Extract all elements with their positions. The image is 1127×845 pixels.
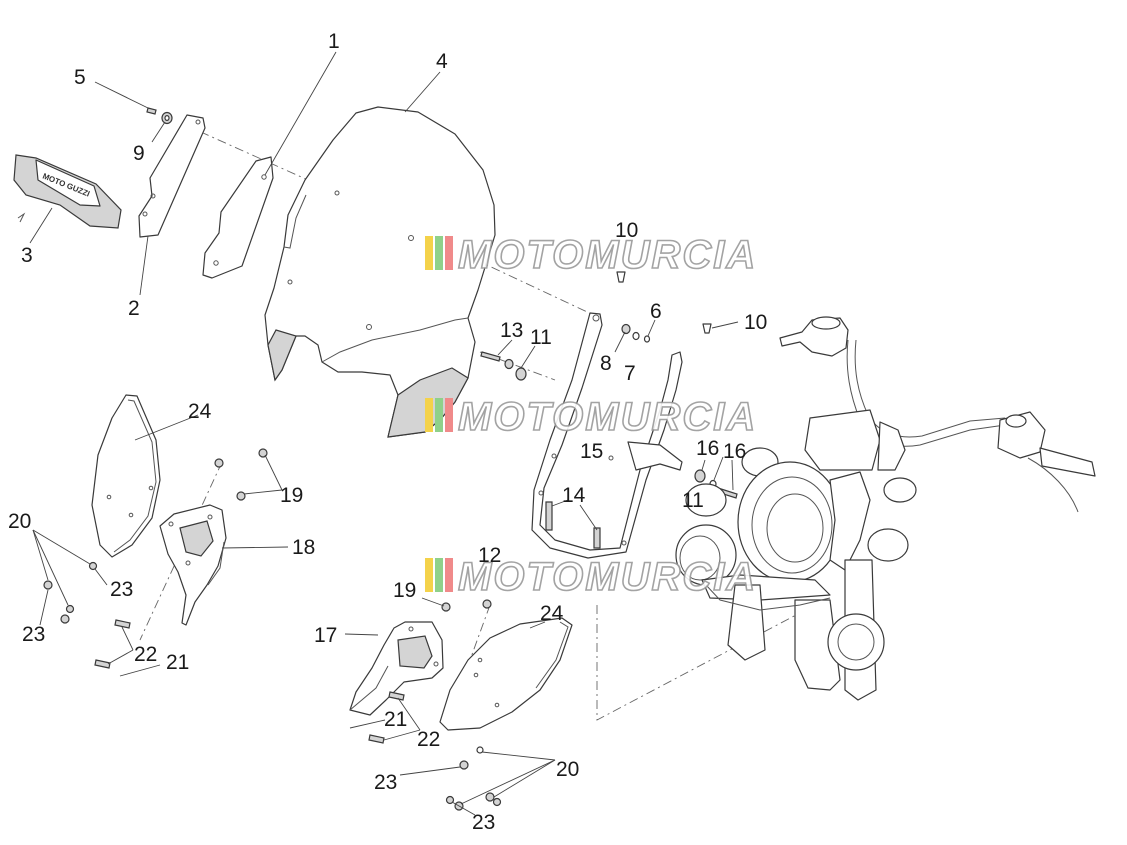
callout-6: 6 — [650, 300, 662, 323]
callout-11-lower: 11 — [682, 489, 704, 512]
callout-5: 5 — [74, 66, 86, 89]
watermark-bottom: MOTOMURCIA — [425, 554, 757, 600]
part-washer-9 — [161, 111, 173, 125]
callout-23-d: 23 — [472, 811, 495, 834]
watermark-middle: MOTOMURCIA — [425, 394, 757, 440]
callout-22-right: 22 — [417, 728, 440, 751]
callout-19-right: 19 — [393, 579, 416, 602]
motorcycle-front — [675, 316, 1096, 701]
watermark-text: MOTOMURCIA — [458, 395, 757, 439]
callouts: 1 2 3 4 5 6 7 8 9 10 10 11 11 12 13 14 1… — [8, 30, 767, 834]
callout-24-right: 24 — [540, 602, 564, 625]
watermark-top: MOTOMURCIA — [425, 232, 757, 278]
callout-11-upper: 11 — [530, 326, 552, 349]
callout-12: 12 — [478, 544, 501, 567]
callout-15: 15 — [580, 440, 603, 463]
callout-23-b: 23 — [22, 623, 45, 646]
callout-16-right: 16 — [723, 440, 746, 463]
part-screw-5 — [146, 107, 157, 115]
part-small-bracket — [138, 114, 206, 238]
callout-20-right: 20 — [556, 758, 579, 781]
callout-10-right: 10 — [744, 311, 767, 334]
callout-22-left: 22 — [134, 643, 157, 666]
callout-1: 1 — [328, 30, 340, 53]
callout-20-left: 20 — [8, 510, 31, 533]
callout-4: 4 — [436, 50, 448, 73]
callout-21-right: 21 — [384, 708, 407, 731]
part-windscreen — [264, 106, 496, 438]
callout-23-a: 23 — [110, 578, 133, 601]
part-support-left — [159, 504, 227, 626]
callout-2: 2 — [128, 297, 140, 320]
callout-13: 13 — [500, 319, 523, 342]
callout-19-left: 19 — [280, 484, 303, 507]
part-support-right — [349, 621, 444, 716]
callout-18: 18 — [292, 536, 315, 559]
part-logo-plate: MOTO GUZZI — [13, 154, 122, 229]
callout-10-top: 10 — [615, 219, 638, 242]
callout-21-left: 21 — [166, 651, 189, 674]
callout-8: 8 — [600, 352, 612, 375]
watermark-text: MOTOMURCIA — [458, 555, 757, 599]
watermark-text: MOTOMURCIA — [458, 233, 757, 277]
callout-16-left: 16 — [696, 437, 719, 460]
leader-lines — [29, 51, 739, 816]
callout-23-c: 23 — [374, 771, 397, 794]
part-side-deflector-left — [91, 394, 161, 558]
callout-17: 17 — [314, 624, 337, 647]
part-bracket — [202, 156, 274, 279]
part-side-deflector-right — [439, 617, 573, 731]
callout-14: 14 — [562, 484, 586, 507]
callout-3: 3 — [21, 244, 33, 267]
callout-24-left: 24 — [188, 400, 212, 423]
callout-7: 7 — [624, 362, 636, 385]
callout-9: 9 — [133, 142, 145, 165]
part-center-frame — [531, 312, 683, 559]
